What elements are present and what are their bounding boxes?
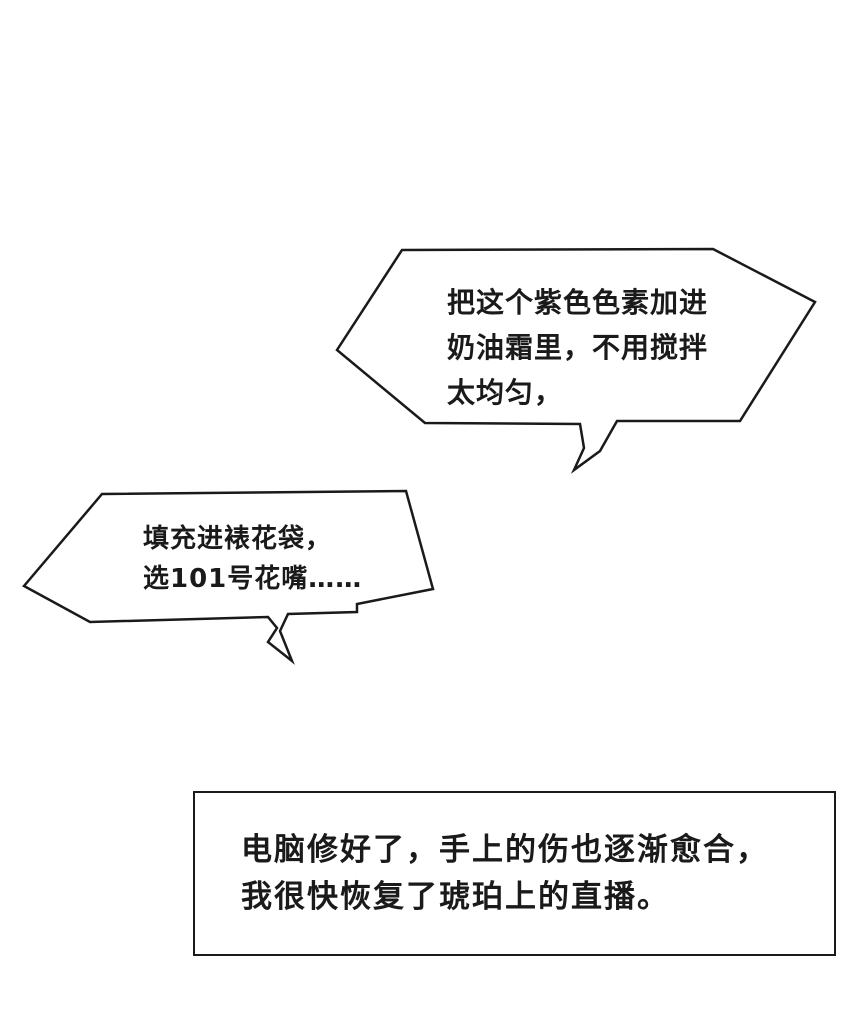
speech-bubble-2-outline <box>22 489 435 665</box>
speech-bubble-1-line: 太均匀， <box>447 376 564 409</box>
narration-caption-line: 电脑修好了，手上的伤也逐渐愈合， <box>241 832 769 868</box>
speech-bubble-1-line: 奶油霜里，不用搅拌 <box>447 331 709 364</box>
narration-caption-text: 电脑修好了，手上的伤也逐渐愈合， 我很快恢复了琥珀上的直播。 <box>241 827 769 921</box>
speech-bubble-2-line: 填充进裱花袋， <box>143 524 333 554</box>
speech-bubble-1-line: 把这个紫色色素加进 <box>447 286 709 319</box>
speech-bubble-2-line: 选101号花嘴…… <box>143 564 363 594</box>
narration-caption-line: 我很快恢复了琥珀上的直播。 <box>241 879 670 915</box>
speech-bubble-1-text: 把这个紫色色素加进 奶油霜里，不用搅拌 太均匀， <box>447 280 708 415</box>
speech-bubble-2-text: 填充进裱花袋， 选101号花嘴…… <box>143 519 362 599</box>
speech-bubble-1-outline <box>335 247 817 474</box>
narration-caption-box: 电脑修好了，手上的伤也逐渐愈合， 我很快恢复了琥珀上的直播。 <box>193 791 836 956</box>
